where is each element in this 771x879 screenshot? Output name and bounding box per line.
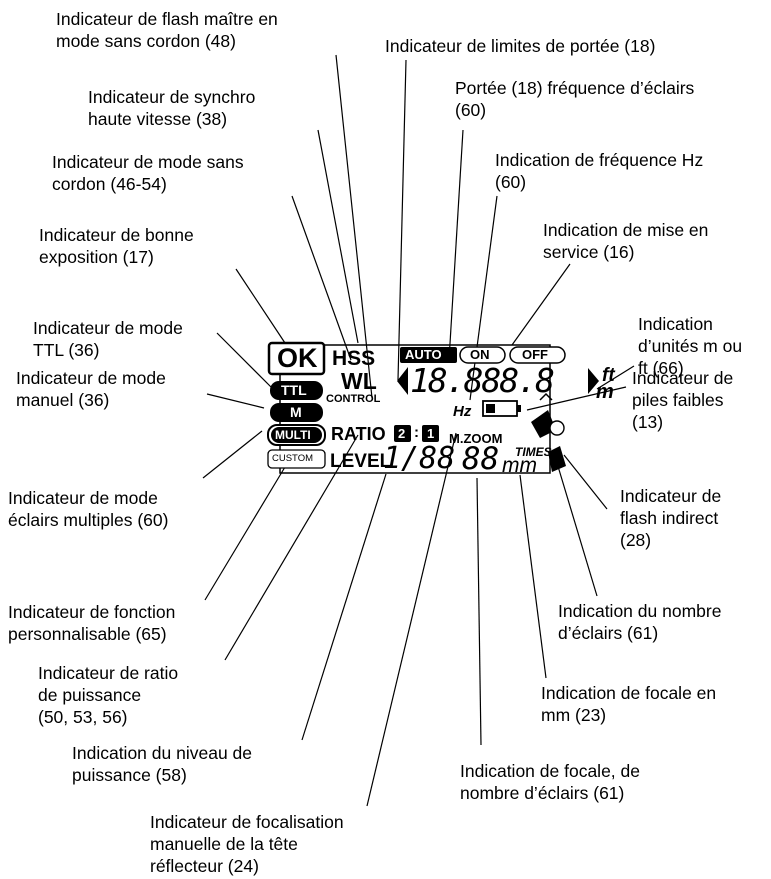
label-flash-count: Indication du nombre d’éclairs (61) bbox=[558, 601, 722, 643]
label-manual-zoom: Indicateur de focalisation manuelle de l… bbox=[150, 812, 344, 876]
label-units: Indication d’unités m ou ft (66) bbox=[638, 314, 743, 378]
off-box bbox=[509, 346, 566, 364]
label-good-exposure: Indicateur de bonne exposition (17) bbox=[39, 225, 194, 267]
hz-label: Hz bbox=[453, 403, 472, 420]
custom-label: CUSTOM bbox=[272, 453, 313, 464]
label-multi-mode: Indicateur de mode éclairs multiples (60… bbox=[8, 488, 169, 530]
label-power-on: Indication de mise en service (16) bbox=[543, 220, 709, 262]
ft-unit: ft bbox=[602, 365, 615, 386]
label-wireless-mode: Indicateur de mode sans cordon (46-54) bbox=[52, 152, 244, 194]
label-focal-count: Indication de focale, de nombre d’éclair… bbox=[460, 761, 640, 803]
range-left-arrow bbox=[397, 367, 408, 395]
label-range-freq: Portée (18) fréquence d’éclairs (60) bbox=[455, 78, 695, 120]
label-ttl-mode: Indicateur de mode TTL (36) bbox=[33, 318, 183, 360]
ok-label: OK bbox=[277, 343, 318, 373]
multi-label: MULTI bbox=[275, 428, 311, 442]
leader-range-limits bbox=[397, 59, 407, 381]
leader-units bbox=[596, 365, 635, 390]
mzoom-label: M.ZOOM bbox=[449, 431, 503, 446]
auto-label: AUTO bbox=[405, 347, 442, 362]
level-label: LEVEL bbox=[330, 451, 392, 472]
label-range-limits: Indicateur de limites de portée (18) bbox=[385, 36, 656, 56]
leader-bounce bbox=[563, 454, 608, 510]
ok-box bbox=[267, 341, 326, 376]
leader-range-freq bbox=[448, 129, 464, 361]
off-label: OFF bbox=[522, 347, 548, 362]
times-label: TIMES bbox=[515, 445, 552, 459]
auto-box bbox=[400, 347, 457, 363]
label-low-battery: Indicateur de piles faibles (13) bbox=[632, 368, 734, 432]
leader-custom bbox=[204, 466, 286, 601]
m-pill bbox=[270, 403, 323, 422]
label-power-ratio: Indicateur de ratio de puissance (50, 53… bbox=[38, 663, 179, 727]
label-power-level: Indication du niveau de puissance (58) bbox=[72, 743, 252, 785]
leader-manual bbox=[206, 393, 265, 409]
ttl-label: TTL bbox=[281, 382, 307, 398]
label-focal-mm: Indication de focale en mm (23) bbox=[541, 683, 717, 725]
leader-multi bbox=[202, 430, 263, 479]
label-custom-func: Indicateur de fonction personnalisable (… bbox=[8, 602, 176, 644]
label-hz-freq: Indication de fréquence Hz (60) bbox=[495, 150, 704, 192]
custom-box bbox=[267, 449, 326, 469]
level-digits: 1/88 bbox=[383, 441, 456, 476]
hss-label: HSS bbox=[332, 347, 376, 370]
leader-hz bbox=[469, 195, 498, 401]
label-bounce: Indicateur de flash indirect (28) bbox=[620, 486, 722, 550]
leader-wireless bbox=[291, 195, 352, 361]
ratio-colon: : bbox=[414, 424, 419, 441]
on-label: ON bbox=[470, 347, 490, 362]
leader-manual-zoom bbox=[366, 432, 457, 807]
mm-unit: mm bbox=[502, 454, 537, 477]
leader-focal-mm bbox=[519, 474, 547, 679]
leader-ok bbox=[235, 268, 286, 344]
leader-focal-count bbox=[476, 477, 482, 746]
battery-icon bbox=[482, 400, 521, 417]
on-box bbox=[459, 346, 506, 364]
leader-ttl bbox=[216, 332, 272, 388]
bounce-head-icon bbox=[531, 392, 566, 472]
leader-power-on bbox=[511, 263, 571, 346]
label-manual-mode: Indicateur de mode manuel (36) bbox=[16, 368, 166, 410]
ratio-label: RATIO bbox=[331, 424, 386, 444]
leader-low-battery bbox=[526, 386, 627, 411]
label-master-flash: Indicateur de flash maître en mode sans … bbox=[56, 9, 278, 51]
ratio-b-box bbox=[422, 425, 439, 442]
ratio-a: 2 bbox=[398, 426, 406, 441]
multi-pill bbox=[271, 427, 322, 443]
wl-label: WL bbox=[341, 368, 377, 394]
ratio-a-box bbox=[394, 425, 411, 442]
range-right-arrow bbox=[588, 368, 599, 394]
leader-hss bbox=[317, 129, 359, 344]
main-digits: 18.888.8 bbox=[410, 361, 555, 400]
control-label: CONTROL bbox=[326, 393, 381, 405]
label-hss: Indicateur de synchro haute vitesse (38) bbox=[88, 87, 256, 129]
m-label: M bbox=[290, 404, 302, 420]
leader-lines bbox=[202, 54, 635, 807]
leader-level bbox=[301, 473, 387, 741]
small-digits: 88 bbox=[462, 441, 500, 477]
leader-master-flash bbox=[335, 54, 373, 399]
ttl-pill bbox=[270, 381, 323, 400]
ratio-b: 1 bbox=[427, 426, 435, 441]
m-unit: m bbox=[596, 381, 614, 403]
leader-flash-count bbox=[553, 452, 598, 597]
